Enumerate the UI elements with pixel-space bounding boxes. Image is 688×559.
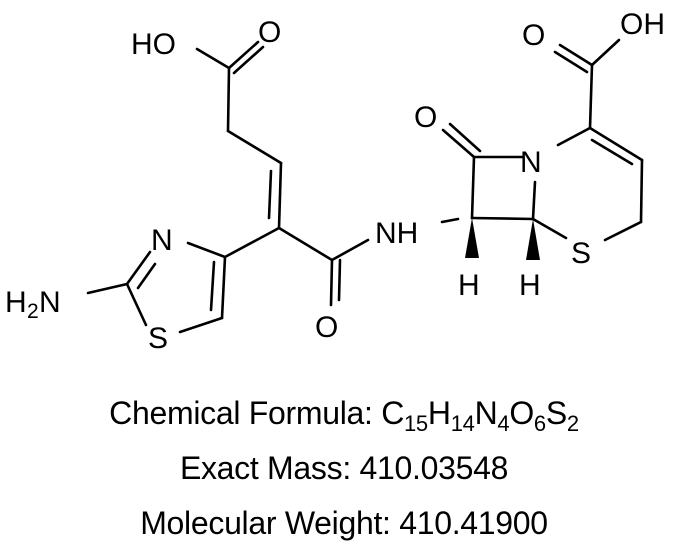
lactam-nitrogen: N — [520, 146, 542, 179]
bonds-left-chain — [195, 40, 370, 307]
chemical-formula: Chemical Formula: C15H14N4O6S2 — [0, 393, 688, 436]
hydroxyl-label-right: OH — [620, 8, 665, 41]
thiazole-sulfur: S — [148, 322, 168, 355]
amino-h: H — [5, 286, 27, 319]
carbonyl-oxygen-left: O — [258, 16, 281, 49]
formula-o: O — [509, 395, 534, 431]
stereo-wedges — [465, 218, 540, 260]
hydrogen-c6: H — [519, 269, 541, 302]
carbonyl-oxygen-right: O — [522, 19, 545, 52]
amino-n: N — [39, 286, 61, 319]
formula-n-count: 4 — [497, 411, 510, 436]
atom-labels: HO O N H 2 N S O NH O N H H S O OH — [5, 8, 665, 355]
amide-oxygen: O — [315, 311, 338, 344]
molecular-weight: Molecular Weight: 410.41900 — [140, 505, 548, 541]
amide-nh: NH — [375, 217, 418, 250]
formula-c-count: 15 — [404, 411, 428, 436]
exact-mass: Exact Mass: 410.03548 — [179, 450, 509, 486]
bonds-thiazole — [86, 241, 227, 334]
hydrogen-c7: H — [458, 269, 480, 302]
bonds-cephem-core — [440, 38, 644, 242]
formula-s: S — [545, 395, 567, 431]
formula-s-count: 2 — [566, 411, 579, 436]
formula-h-count: 14 — [450, 411, 475, 436]
lactam-oxygen: O — [414, 101, 437, 134]
formula-h: H — [427, 395, 451, 431]
thiazole-nitrogen: N — [151, 224, 173, 257]
formula-label: Chemical Formula: — [109, 395, 382, 431]
formula-c: C — [381, 395, 404, 431]
chemical-structure: HO O N H 2 N S O NH O N H H S O OH — [5, 8, 665, 355]
hydroxyl-label-left: HO — [131, 28, 176, 61]
formula-n: N — [474, 395, 498, 431]
ring-sulfur: S — [571, 237, 591, 270]
amino-subscript: 2 — [27, 300, 39, 323]
formula-o-count: 6 — [533, 411, 546, 436]
